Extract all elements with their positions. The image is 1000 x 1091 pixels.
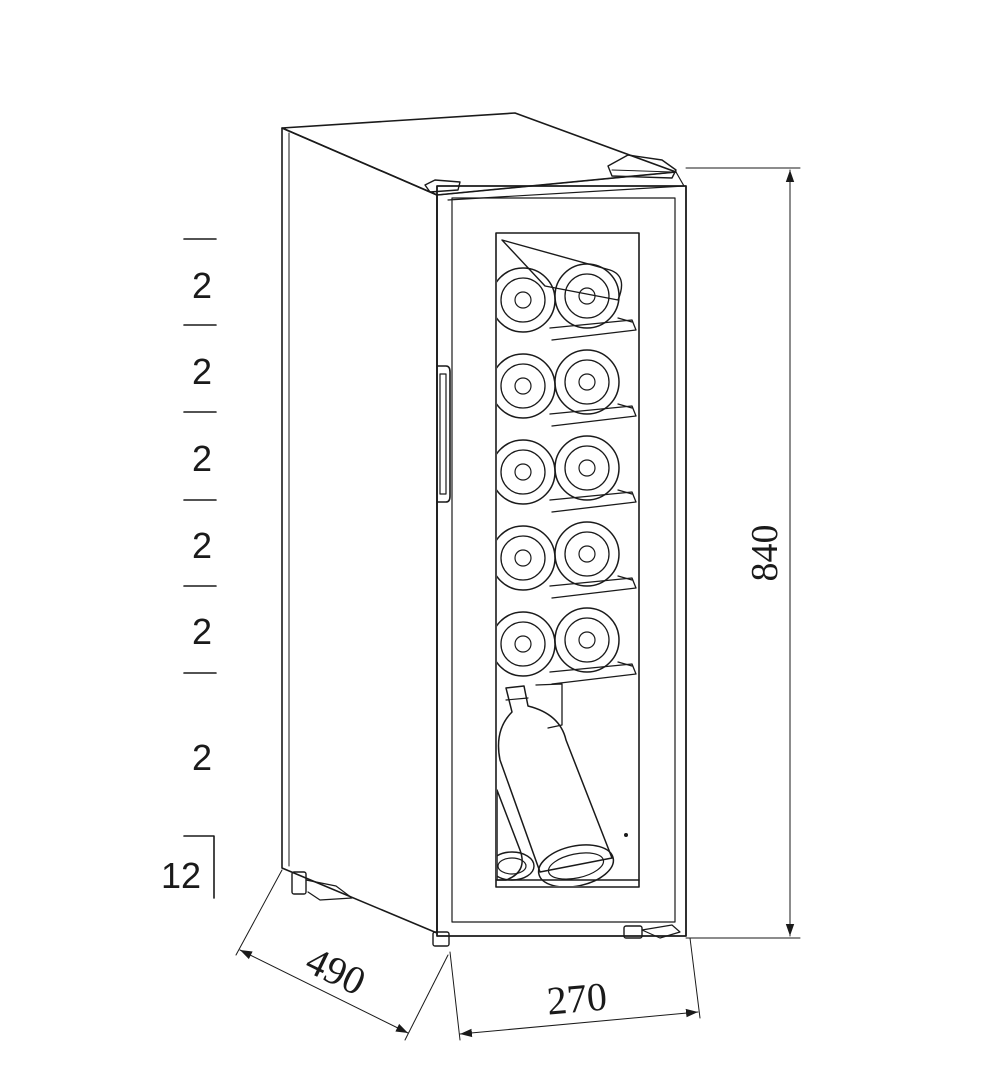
- shelf-label-6: 2: [192, 737, 212, 778]
- shelf-label-5: 2: [192, 611, 212, 652]
- bottle-row-2: [497, 349, 637, 427]
- depth-dimension: 490: [235, 869, 449, 1041]
- shelf-label-1: 2: [192, 265, 212, 306]
- rear-left-foot: [291, 871, 307, 895]
- base-label: 12: [161, 855, 201, 896]
- glass-window: [495, 232, 640, 888]
- shelf-label-2: 2: [192, 351, 212, 392]
- bottle-row-1: [497, 263, 637, 341]
- front-left-foot: [432, 931, 450, 947]
- width-dimension: 270: [449, 937, 701, 1041]
- indicator-dot: [624, 833, 628, 837]
- rear-bracket: [305, 879, 353, 901]
- standing-bottle: [497, 685, 613, 873]
- bottle-row-4: [497, 521, 637, 599]
- base-bracket: [183, 835, 215, 899]
- shelf-capacity-column: 2 2 2 2 2 2 12: [161, 238, 217, 899]
- cabinet-body: [281, 112, 685, 934]
- bottom-hinge: [641, 924, 681, 939]
- shelf-label-4: 2: [192, 525, 212, 566]
- cabinet-side-panel: [281, 127, 438, 934]
- door-handle: [436, 365, 451, 503]
- height-label: 840: [744, 525, 786, 582]
- top-hinge: [607, 154, 677, 179]
- height-dimension: 840: [685, 167, 801, 939]
- bottle-row-3: [497, 435, 637, 513]
- front-right-foot: [623, 925, 643, 939]
- door-inner-frame: [451, 197, 676, 923]
- bottle-bracket: [535, 683, 563, 729]
- shelf-label-3: 2: [192, 438, 212, 479]
- width-label: 270: [545, 974, 609, 1024]
- bottle-row-5: [497, 607, 637, 685]
- depth-label: 490: [299, 937, 373, 1004]
- glass-door: [291, 185, 687, 947]
- door-frame: [436, 185, 687, 937]
- bottle-rows: [497, 239, 637, 886]
